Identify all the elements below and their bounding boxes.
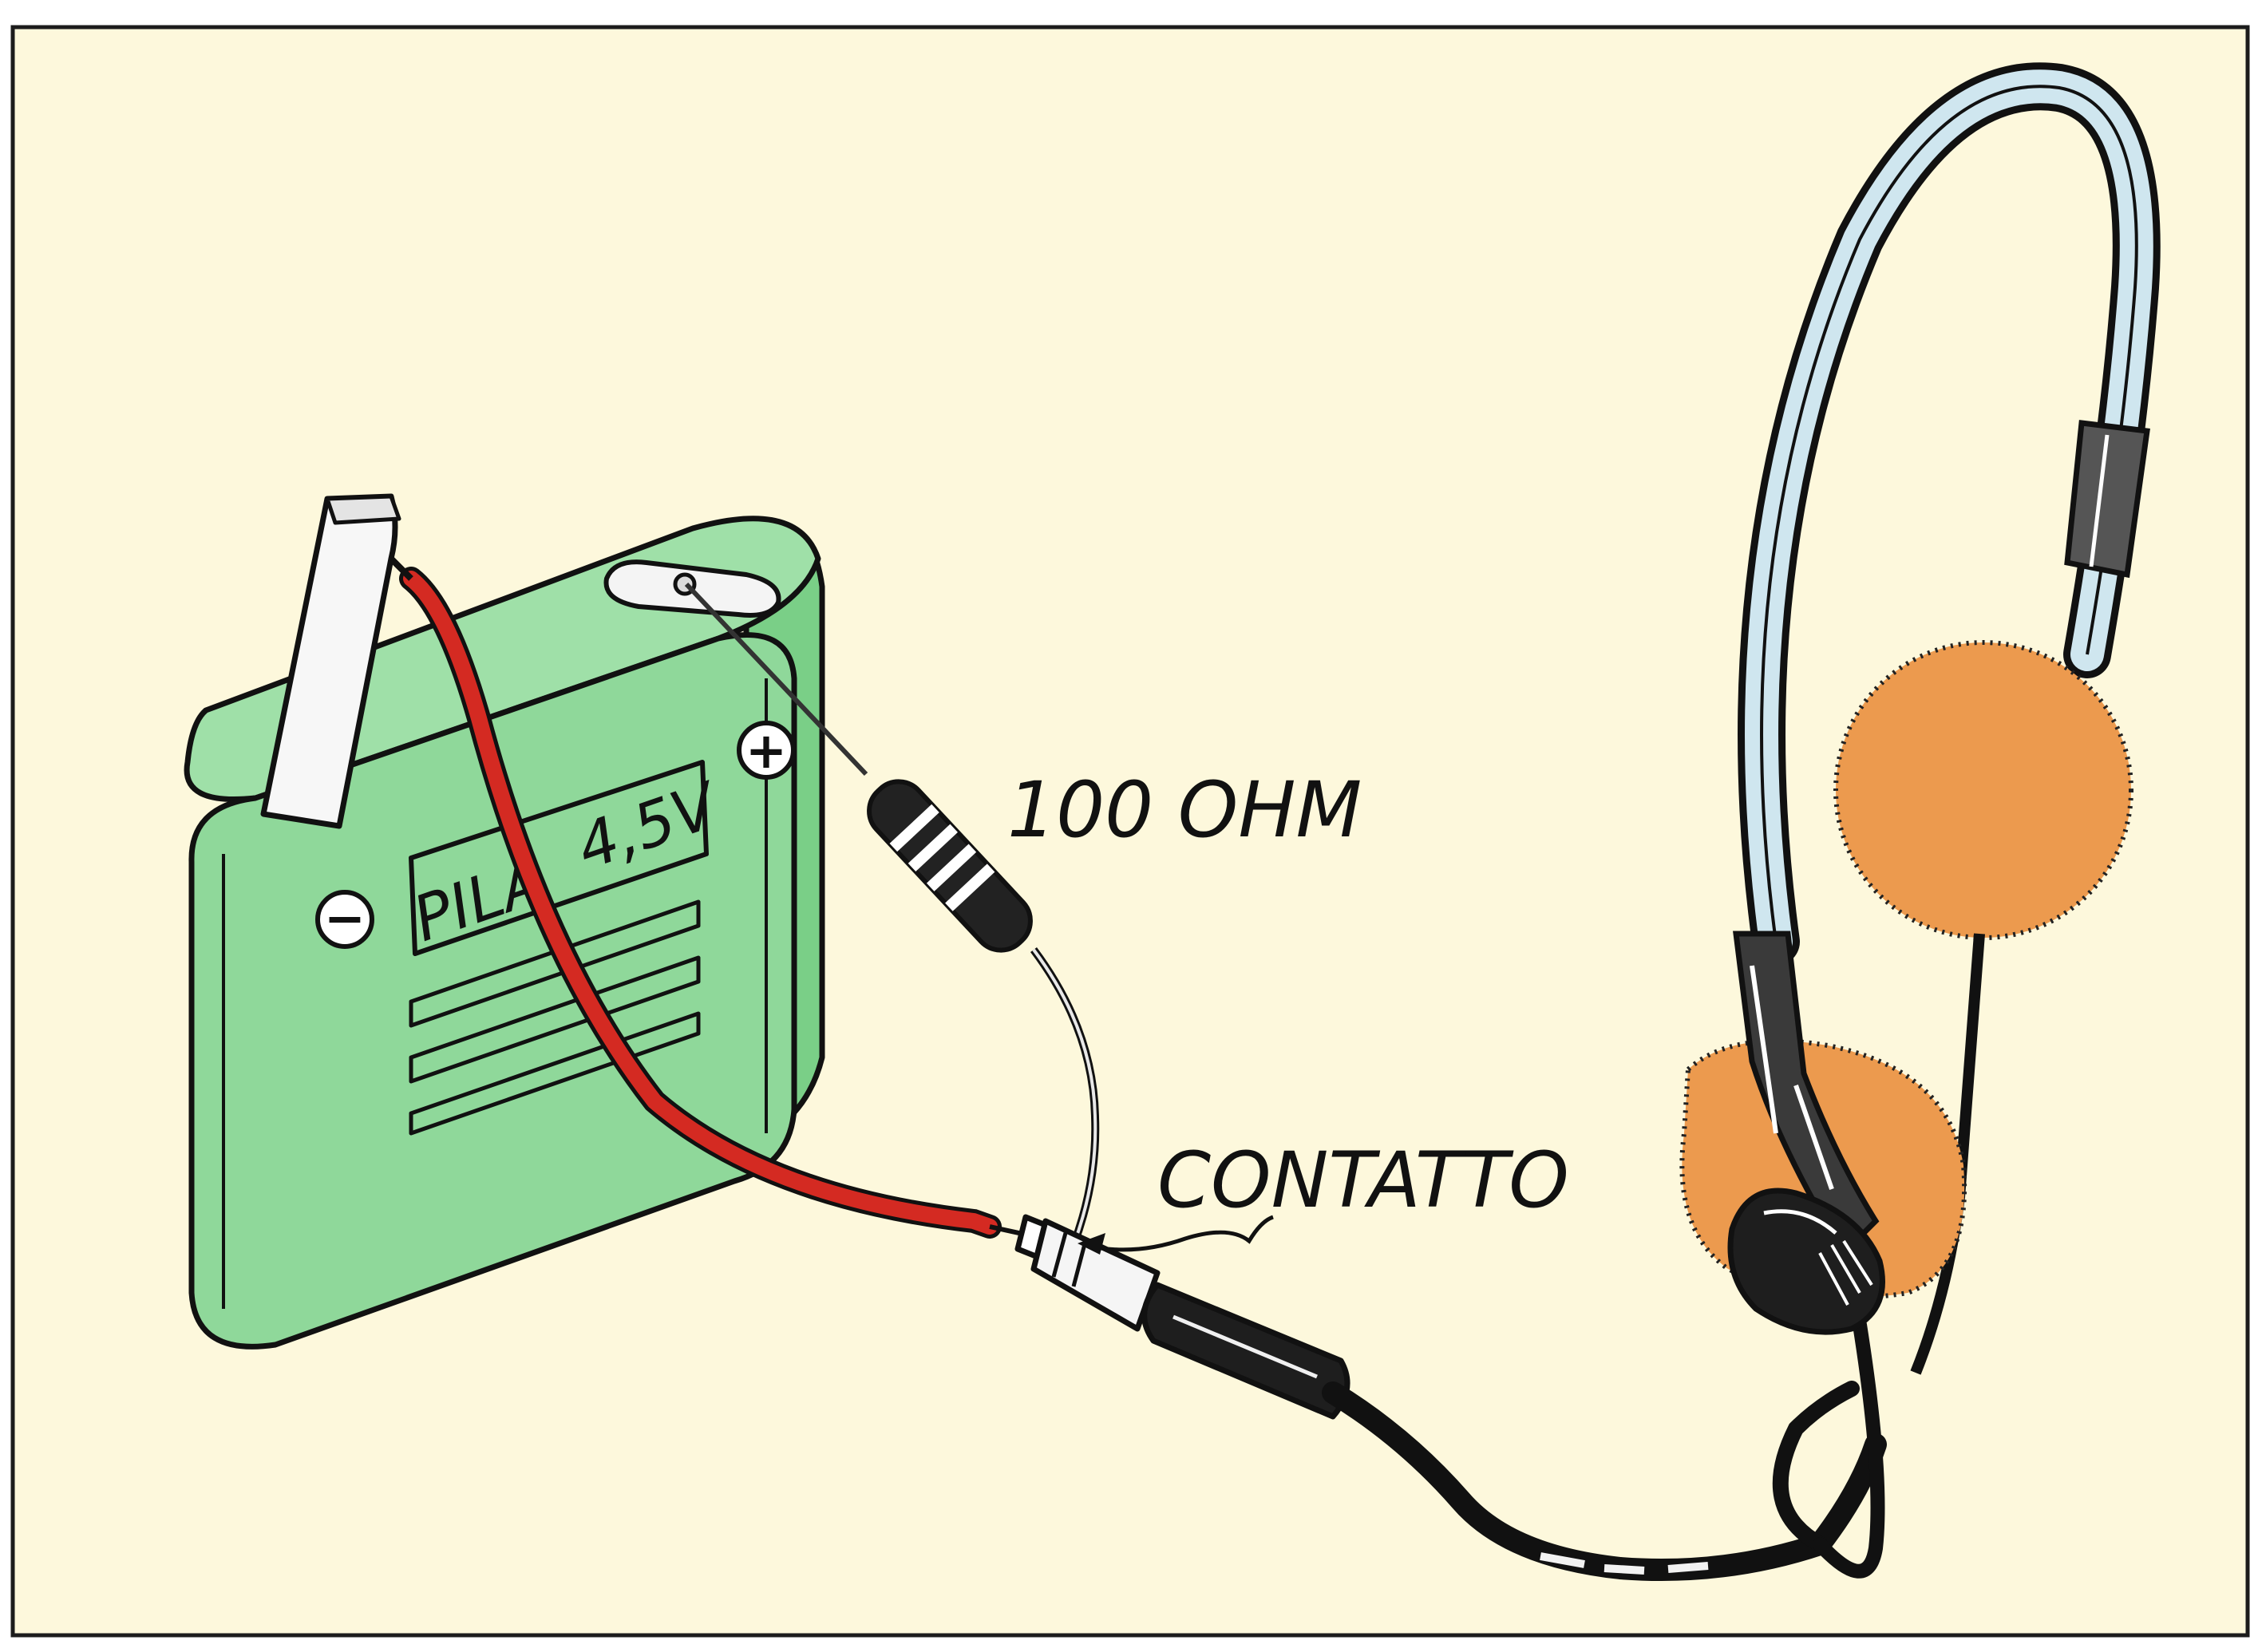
- positive-symbol: +: [745, 721, 787, 780]
- earpad-right: [1836, 642, 2131, 938]
- negative-symbol: −: [324, 889, 366, 947]
- negative-terminal-strip-edge: [327, 496, 399, 523]
- resistor-label: 100 OHM: [1007, 765, 1362, 855]
- contact-label: CONTATTO: [1157, 1136, 1569, 1225]
